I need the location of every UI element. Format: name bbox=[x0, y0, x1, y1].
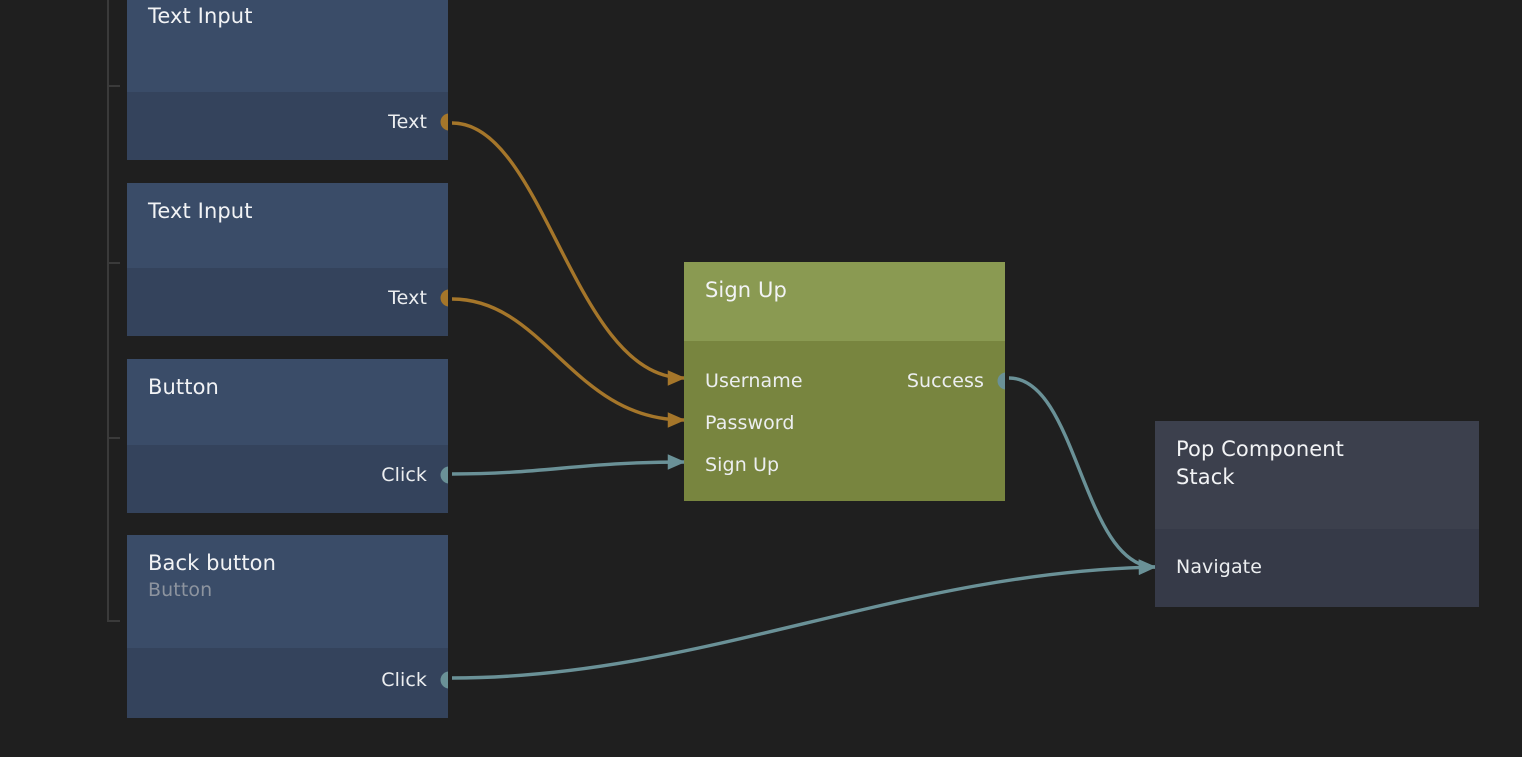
output-port-row[interactable]: Click bbox=[127, 454, 448, 496]
output-port-row[interactable]: Text bbox=[127, 277, 448, 319]
output-port-label: Text bbox=[388, 287, 427, 309]
tree-rail-tick-1 bbox=[107, 85, 120, 87]
output-port-row[interactable]: Text bbox=[127, 101, 448, 143]
node-text-input-1[interactable]: Text Input Text bbox=[127, 0, 448, 160]
tree-rail-tick-3 bbox=[107, 437, 120, 439]
output-port-label: Text bbox=[388, 111, 427, 133]
output-port-dot-success[interactable] bbox=[997, 372, 1005, 390]
wire-success-to-navigate bbox=[1008, 376, 1157, 575]
port-row-username-success[interactable]: Username Success bbox=[684, 360, 1005, 402]
node-title: Button bbox=[148, 375, 219, 399]
node-body: Navigate bbox=[1155, 529, 1479, 607]
node-header[interactable]: Button bbox=[127, 359, 448, 445]
input-port-label-password: Password bbox=[705, 412, 795, 434]
tree-rail-vertical bbox=[107, 0, 109, 622]
port-row-navigate[interactable]: Navigate bbox=[1155, 546, 1479, 588]
output-port-label: Click bbox=[381, 669, 427, 691]
node-body: Username Success Password Sign Up bbox=[684, 341, 1005, 501]
node-header[interactable]: Text Input bbox=[127, 0, 448, 92]
node-title: Text Input bbox=[148, 4, 253, 28]
wire-button-to-signup bbox=[451, 454, 686, 476]
input-port-label-username: Username bbox=[705, 370, 803, 392]
output-port-row[interactable]: Click bbox=[127, 659, 448, 701]
node-title: Pop Component Stack bbox=[1176, 437, 1344, 489]
output-port-dot-click[interactable] bbox=[440, 671, 448, 689]
wire-backbutton-to-navigate bbox=[451, 559, 1157, 680]
node-body: Text bbox=[127, 92, 448, 160]
tree-rail-tick-4 bbox=[107, 620, 120, 622]
node-subtitle: Button bbox=[148, 579, 213, 601]
output-port-dot-click[interactable] bbox=[440, 466, 448, 484]
node-header[interactable]: Back button Button bbox=[127, 535, 448, 648]
node-header[interactable]: Text Input bbox=[127, 183, 448, 268]
node-pop-component-stack[interactable]: Pop Component Stack Navigate bbox=[1155, 421, 1479, 607]
node-title: Text Input bbox=[148, 199, 253, 223]
node-body: Click bbox=[127, 648, 448, 718]
node-body: Click bbox=[127, 445, 448, 513]
node-body: Text bbox=[127, 268, 448, 336]
port-row-password[interactable]: Password bbox=[684, 402, 1005, 444]
input-port-label-signup: Sign Up bbox=[705, 454, 780, 476]
wire-textinput2-to-password bbox=[451, 297, 686, 428]
node-title: Sign Up bbox=[705, 278, 787, 302]
port-row-signup-event[interactable]: Sign Up bbox=[684, 444, 1005, 486]
node-header[interactable]: Sign Up bbox=[684, 262, 1005, 341]
output-port-dot-text[interactable] bbox=[440, 289, 448, 307]
node-text-input-2[interactable]: Text Input Text bbox=[127, 183, 448, 336]
node-back-button[interactable]: Back button Button Click bbox=[127, 535, 448, 718]
node-header[interactable]: Pop Component Stack bbox=[1155, 421, 1479, 529]
output-port-label-success: Success bbox=[906, 370, 984, 392]
input-port-label-navigate: Navigate bbox=[1176, 556, 1263, 578]
wire-textinput1-to-username bbox=[451, 121, 686, 386]
output-port-dot-text[interactable] bbox=[440, 113, 448, 131]
node-sign-up[interactable]: Sign Up Username Success Password Sign U… bbox=[684, 262, 1005, 501]
output-port-label: Click bbox=[381, 464, 427, 486]
node-button[interactable]: Button Click bbox=[127, 359, 448, 513]
node-title: Back button bbox=[148, 551, 277, 575]
tree-rail-tick-2 bbox=[107, 262, 120, 264]
